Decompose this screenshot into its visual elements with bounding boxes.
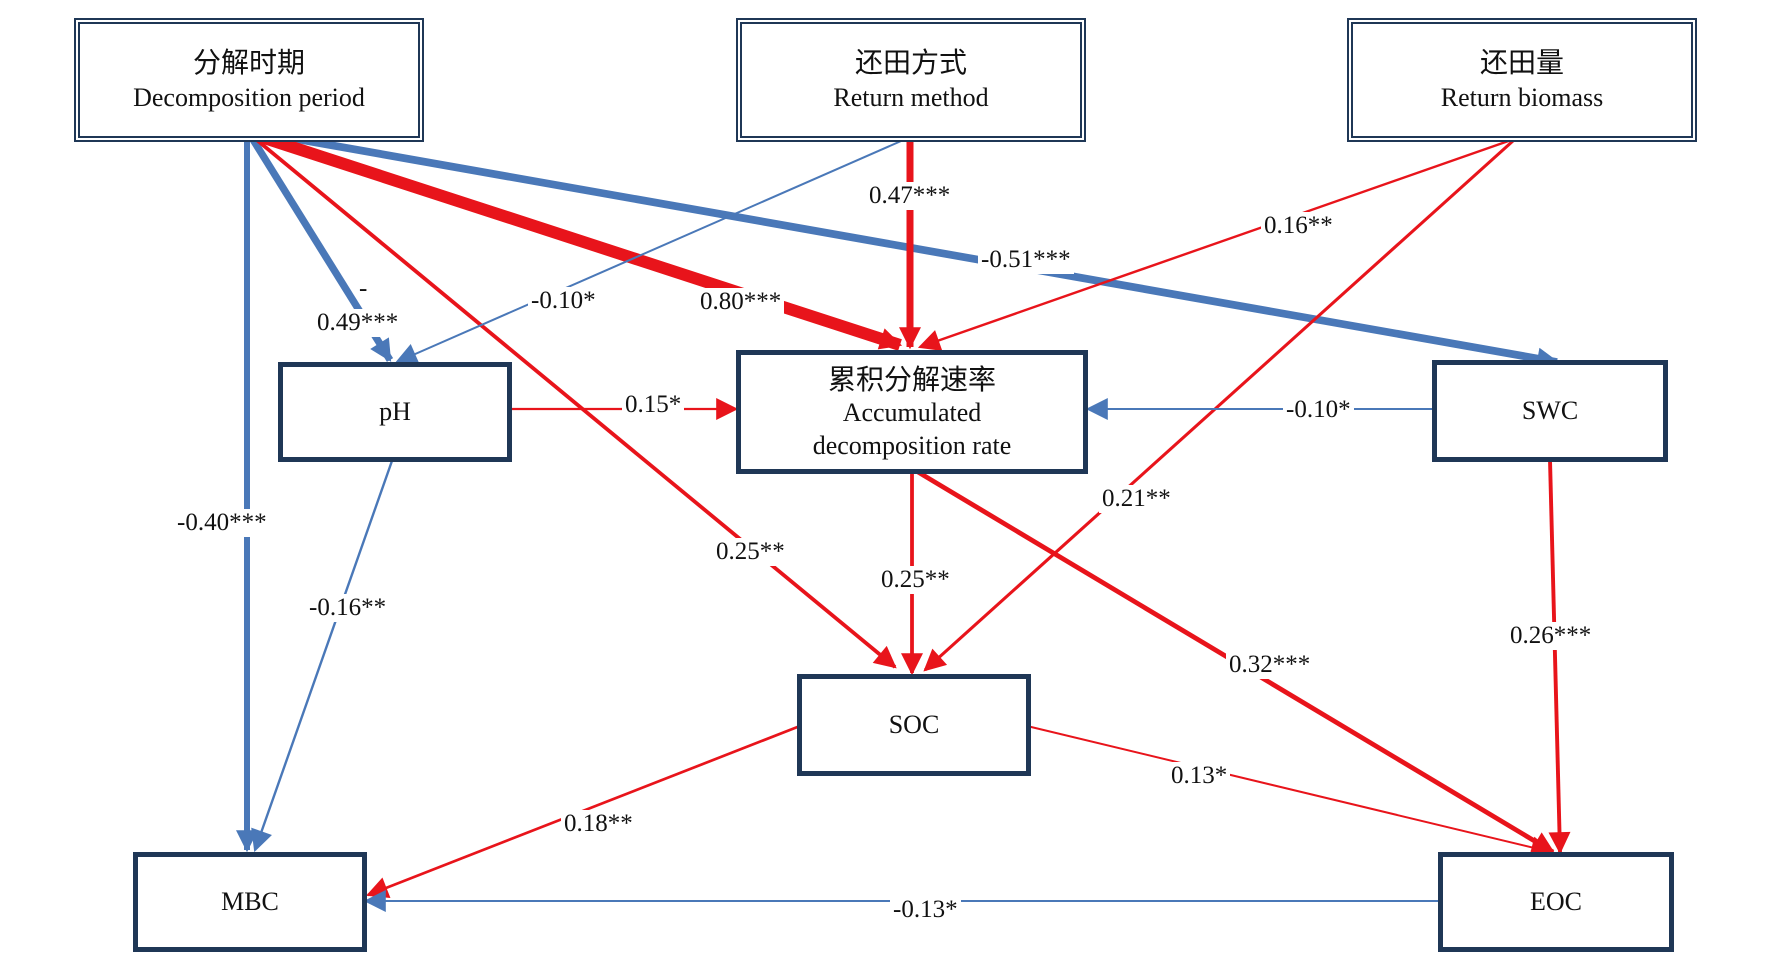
node-mbc-label: MBC — [221, 887, 279, 917]
edge-rm-ph — [394, 137, 909, 365]
node-return-biomass: 还田量 Return biomass — [1347, 18, 1697, 142]
node-soc-label: SOC — [888, 710, 940, 740]
node-accumulated-rate: 累积分解速率 Accumulated decomposition rate — [736, 350, 1088, 474]
node-ph-label: pH — [379, 397, 411, 427]
coef-dp-swc: -0.51*** — [978, 246, 1074, 274]
edge-dp-soc — [250, 134, 897, 669]
coef-rb-soc: 0.21** — [1099, 485, 1174, 513]
node-return-method-en: Return method — [833, 83, 989, 113]
coef-ph-mbc: -0.16** — [306, 594, 390, 622]
coef-dp-mbc: -0.40*** — [174, 509, 270, 537]
edge-dp-rate — [250, 128, 903, 351]
node-return-method: 还田方式 Return method — [736, 18, 1086, 142]
coef-rate-eoc: 0.32*** — [1226, 651, 1314, 679]
coef-dp-soc: 0.25** — [713, 538, 788, 566]
node-eoc-label: EOC — [1530, 887, 1582, 917]
node-decomposition-period-en: Decomposition period — [133, 83, 365, 113]
node-mbc: MBC — [133, 852, 367, 952]
edge-swc-eoc — [1548, 459, 1571, 855]
node-accumulated-rate-en2: decomposition rate — [812, 430, 1012, 460]
coef-eoc-mbc: -0.13* — [890, 896, 961, 924]
coef-rm-ph: -0.10* — [528, 287, 599, 315]
edge-rb-soc — [923, 138, 1516, 672]
coef-dp-ph-sign: - — [359, 275, 368, 302]
coef-rb-rate: 0.16** — [1261, 212, 1336, 240]
coef-swc-eoc: 0.26*** — [1507, 622, 1595, 650]
coef-swc-rate: -0.10* — [1283, 396, 1354, 424]
node-swc-label: SWC — [1521, 396, 1579, 426]
node-return-biomass-zh: 还田量 — [1479, 45, 1564, 79]
node-decomposition-period-zh: 分解时期 — [192, 45, 305, 79]
edge-soc-eoc — [1026, 725, 1554, 859]
node-accumulated-rate-zh: 累积分解速率 — [827, 363, 996, 396]
node-accumulated-rate-en1: Accumulated — [842, 398, 982, 427]
coef-dp-ph: 0.49*** — [314, 309, 402, 337]
node-decomposition-period: 分解时期 Decomposition period — [74, 18, 424, 142]
coef-dp-rate: 0.80*** — [697, 288, 785, 316]
coef-rm-rate: 0.47*** — [866, 182, 954, 210]
coef-rate-soc: 0.25** — [878, 566, 953, 594]
coef-soc-mbc: 0.18** — [561, 810, 636, 838]
node-soc: SOC — [797, 674, 1031, 776]
coef-soc-eoc: 0.13* — [1168, 762, 1231, 790]
node-swc: SWC — [1432, 360, 1668, 462]
coef-ph-rate: 0.15* — [622, 391, 685, 419]
node-return-biomass-en: Return biomass — [1440, 83, 1604, 113]
node-ph: pH — [278, 362, 512, 462]
edge-ph-mbc — [251, 457, 395, 853]
node-return-method-zh: 还田方式 — [854, 45, 967, 79]
node-eoc: EOC — [1438, 852, 1674, 952]
edge-rb-rate — [917, 136, 1518, 351]
